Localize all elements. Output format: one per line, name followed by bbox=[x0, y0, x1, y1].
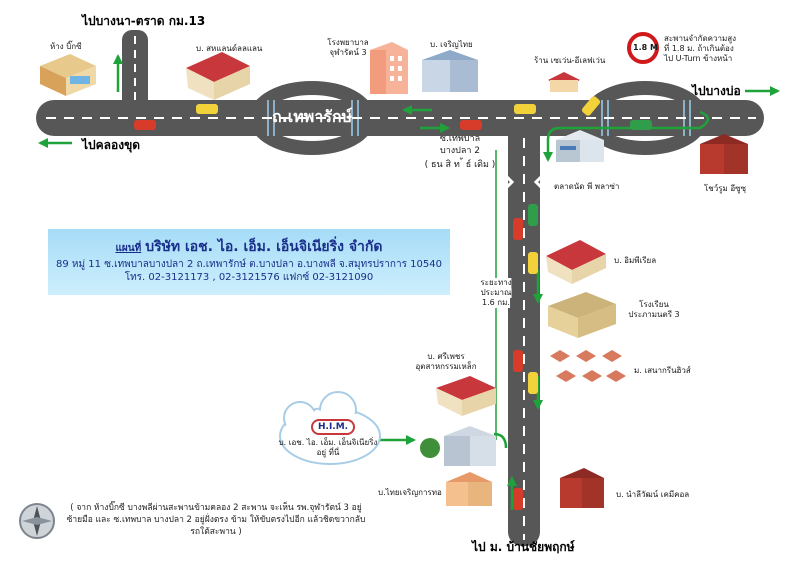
charoenthai-building bbox=[422, 50, 478, 92]
label-naruwat: บ. นำลีวัฒน์ เคมีคอล bbox=[616, 490, 690, 499]
car-yellow-soi-2 bbox=[528, 372, 538, 394]
car-yellow-3 bbox=[581, 96, 601, 116]
school-building bbox=[548, 292, 616, 338]
label-hospital-1: โรงพยาบาล bbox=[327, 38, 369, 47]
cars bbox=[134, 96, 652, 510]
label-to-bangbo: ไปบางบ่อ bbox=[692, 84, 741, 98]
naruwat-building bbox=[560, 468, 604, 508]
company-info-box: แผนที่บริษัท เอช. ไอ. เอ็ม. เอ็นจิเนียริ… bbox=[48, 229, 450, 295]
label-market: ตลาดนัด พี พลาซ่า bbox=[554, 182, 620, 191]
hospital-building bbox=[370, 42, 408, 94]
village-houses bbox=[550, 350, 626, 382]
label-charoenthai: บ. เจริญไทย bbox=[430, 40, 473, 49]
car-red-1 bbox=[134, 120, 156, 130]
car-red-soi-1 bbox=[513, 218, 523, 240]
company-phone: โทร. 02-3121173 , 02-3121576 แฟกซ์ 02-31… bbox=[124, 272, 374, 283]
showroom-building bbox=[700, 134, 748, 174]
imperial-building bbox=[546, 240, 606, 284]
label-school-2: ประภามนตรี 3 bbox=[628, 310, 680, 319]
market-building bbox=[556, 130, 604, 162]
height-limit-sign bbox=[627, 32, 659, 64]
label-height-limit-1: สะพานจำกัดความสูง bbox=[664, 34, 737, 43]
directions-note: ( จาก ห้างบิ๊กซี บางพลีผ่านสะพานข้ามคลอง… bbox=[66, 503, 366, 537]
sahaland-building bbox=[186, 52, 250, 100]
him-factory-building bbox=[420, 426, 496, 466]
bigc-building bbox=[40, 54, 96, 96]
map-prefix: แผนที่ bbox=[115, 243, 142, 254]
label-height-limit-2: ที่ 1.8 ม. ถ้าเกินต้อง bbox=[664, 44, 734, 53]
label-main-road: ถ.เทพารักษ์ bbox=[272, 107, 353, 126]
company-title: แผนที่บริษัท เอช. ไอ. เอ็ม. เอ็นจิเนียริ… bbox=[48, 236, 450, 258]
flyover-left bbox=[249, 81, 375, 155]
label-sripet-2: อุตสาหกรรมเหล็ก bbox=[415, 362, 477, 371]
label-soi-3: ( ธน สิ ท ้ ธ์ เดิม ) bbox=[424, 160, 496, 170]
label-distance-3: 1.6 กม. bbox=[482, 298, 510, 308]
label-height-limit-3: ไป U-Turn ข้างหน้า bbox=[664, 54, 733, 63]
label-seven-eleven: ร้าน เซเว่น-อีเลฟเว่น bbox=[534, 56, 606, 65]
company-address: 89 หมู่ 11 ซ.เทพบาลบางปลา 2 ถ.เทพารักษ์ … bbox=[56, 259, 442, 270]
label-to-klongkhud: ไปคลองขุด bbox=[82, 138, 141, 152]
car-red-soi-3 bbox=[513, 488, 523, 510]
car-yellow-soi bbox=[528, 252, 538, 274]
label-sripet-1: บ. ศรีเพชร bbox=[427, 352, 465, 361]
label-thaicharoen: บ.ไทยเจริญการทอ bbox=[378, 488, 442, 497]
label-to-bangna: ไปบางนา-ตราด กม.13 bbox=[82, 14, 206, 28]
label-him-bubble-2: อยู่ ที่นี่ bbox=[316, 448, 340, 457]
car-red-soi-2 bbox=[513, 350, 523, 372]
label-distance-1: ระยะทาง bbox=[480, 278, 512, 288]
him-logo-text: H.I.M. bbox=[318, 422, 349, 432]
car-green-1 bbox=[630, 120, 652, 130]
label-imperial: บ. อิมพีเรียล bbox=[614, 256, 657, 265]
label-showroom: โชว์รูม อีซูซุ bbox=[704, 184, 746, 193]
sripet-building bbox=[436, 376, 496, 416]
label-bigc: ห้าง บิ๊กซี bbox=[50, 42, 82, 51]
label-sahaland: บ. สหแลนด์ลลแลน bbox=[196, 44, 263, 53]
label-village: ม. เสนากรีนฮิวส์ bbox=[634, 366, 691, 375]
seven-eleven-building bbox=[548, 72, 580, 92]
label-to-banchaiphruek: ไป ม. บ้านชัยพฤกษ์ bbox=[472, 540, 575, 554]
car-yellow-2 bbox=[514, 104, 536, 114]
label-school-1: โรงเรียน bbox=[639, 300, 669, 309]
buildings bbox=[40, 32, 748, 508]
road-break-mark bbox=[504, 174, 544, 190]
label-soi-1: ซ.เทพบาล bbox=[439, 134, 481, 144]
thaicharoen-building bbox=[446, 472, 492, 506]
compass-icon bbox=[19, 503, 55, 539]
car-red-2 bbox=[460, 120, 482, 130]
label-soi-2: บางปลา 2 bbox=[439, 146, 481, 156]
company-name: บริษัท เอช. ไอ. เอ็ม. เอ็นจิเนียริ่ง จำก… bbox=[145, 239, 383, 255]
label-him-bubble-1: บ. เอช. ไอ. เอ็ม. เอ็นจิเนียริ่ง bbox=[278, 438, 378, 447]
label-distance-2: ประมาณ bbox=[480, 288, 512, 298]
him-location-bubble bbox=[279, 391, 381, 465]
arrow-uturn bbox=[543, 110, 710, 162]
car-green-soi bbox=[528, 204, 538, 226]
height-sign-text: 1.8 M bbox=[633, 43, 658, 52]
car-yellow-1 bbox=[196, 104, 218, 114]
label-hospital-2: จุฬารัตน์ 3 bbox=[329, 48, 367, 57]
